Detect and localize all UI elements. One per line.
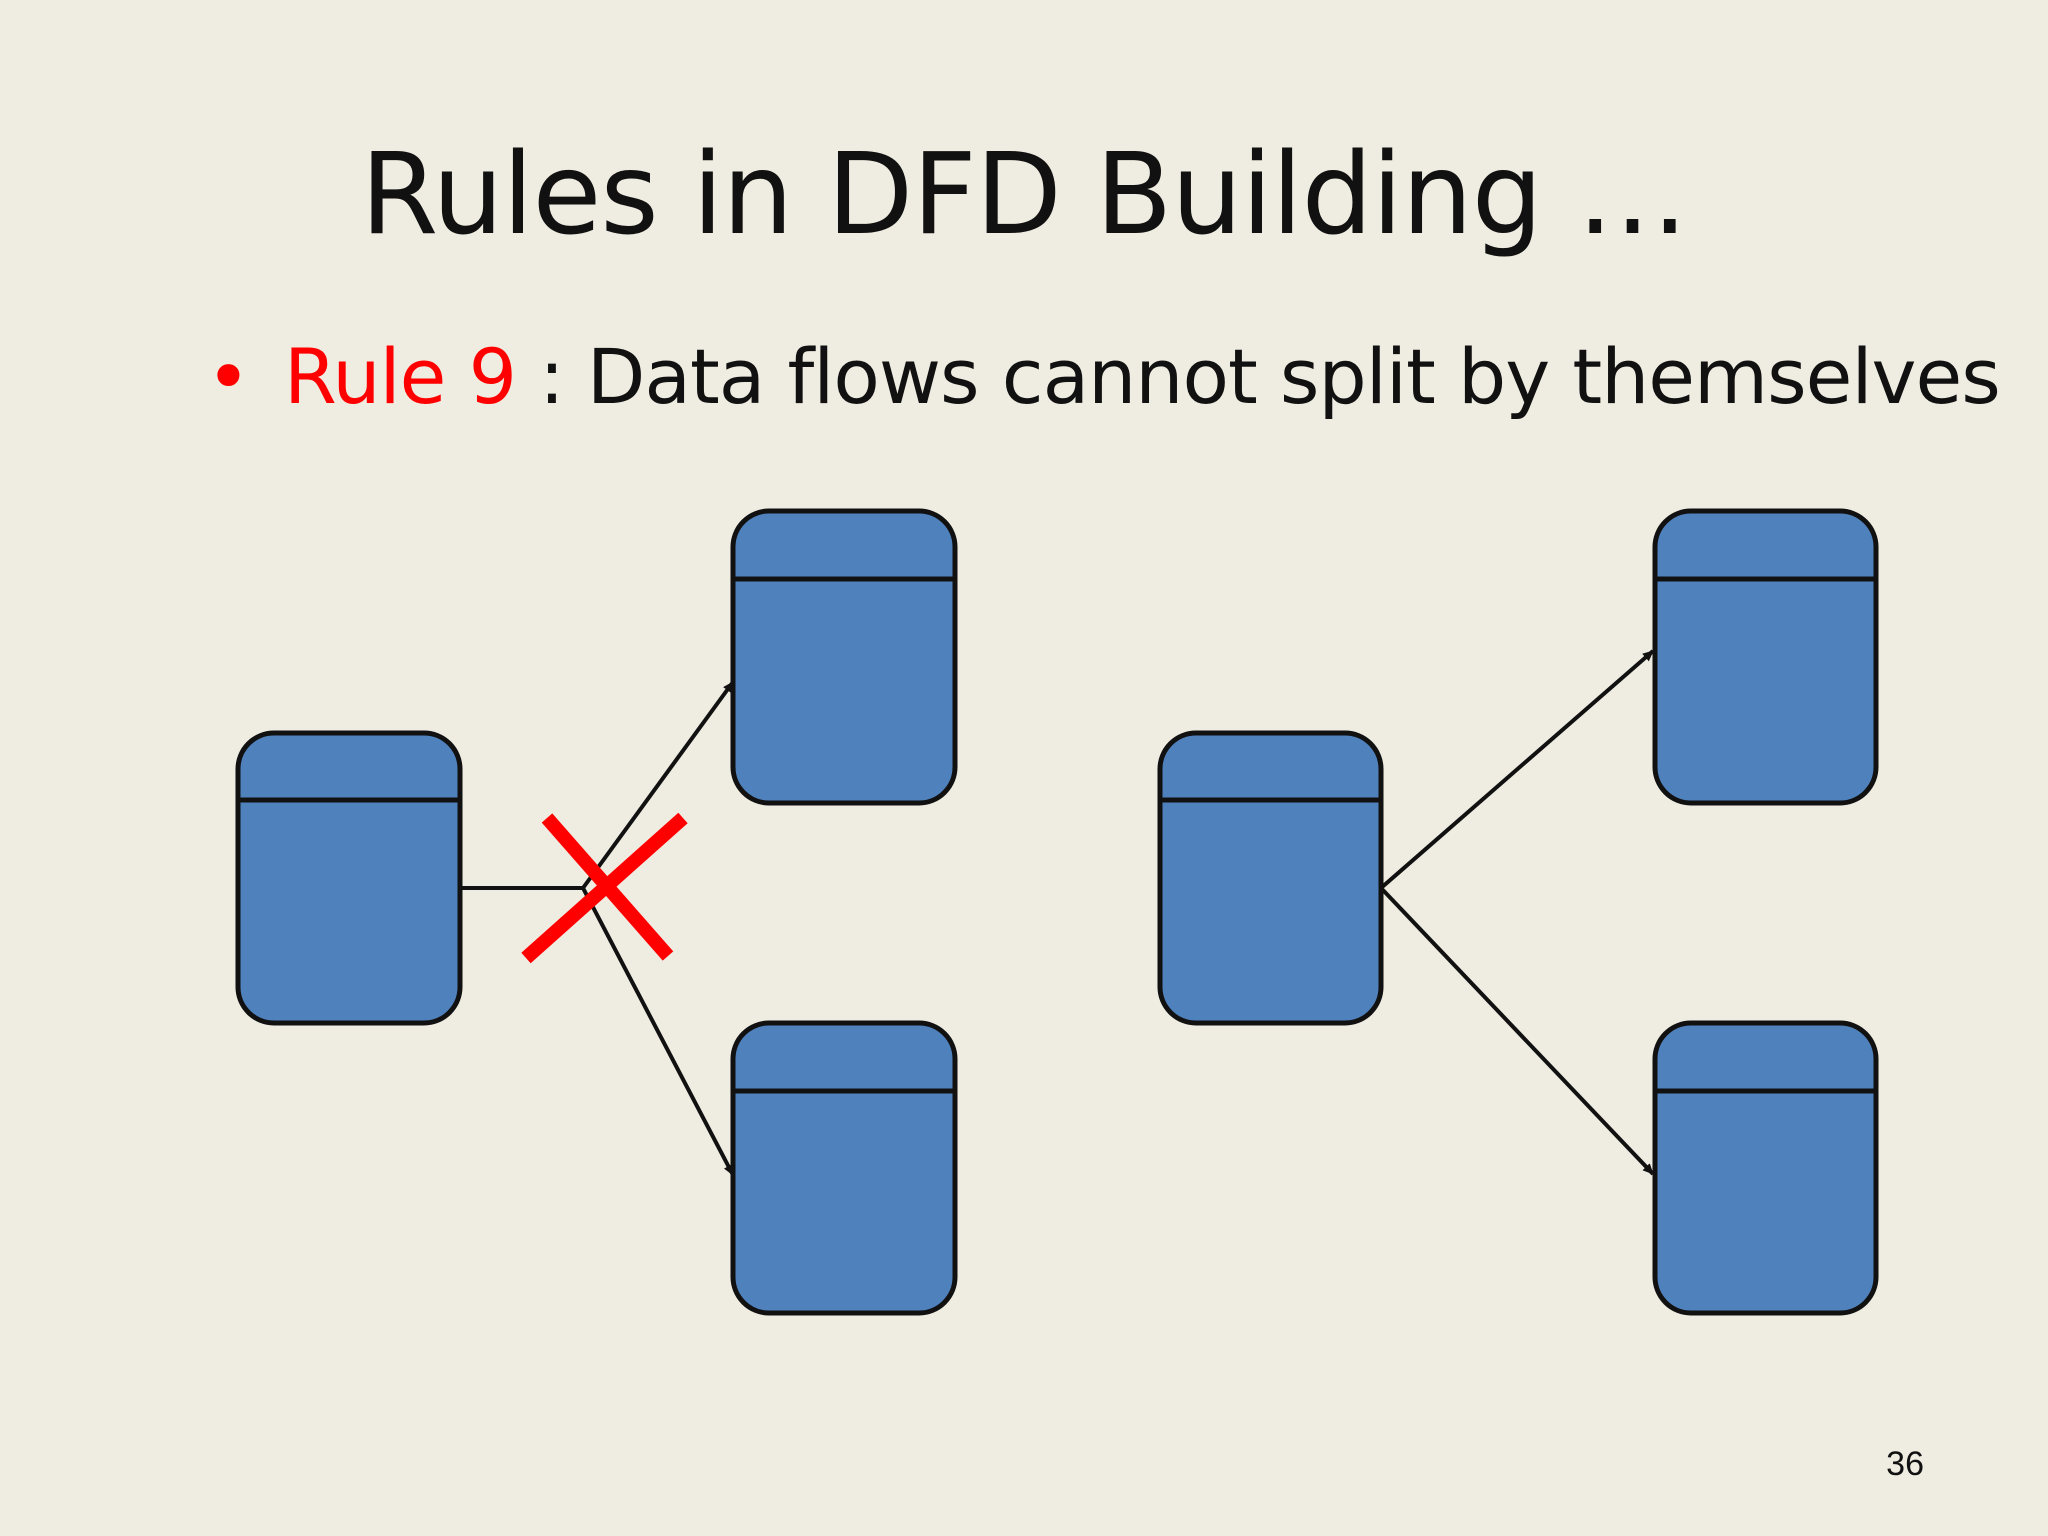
- page-number: 36: [1886, 1445, 1924, 1483]
- rule-separator: :: [515, 332, 587, 421]
- red-x-icon: [521, 812, 688, 964]
- bullet-item: • Rule 9 : Data flows cannot split by the…: [206, 332, 2001, 422]
- bullet-marker: •: [206, 332, 251, 421]
- rule-label: Rule 9: [284, 332, 517, 421]
- flow-line-up: [1379, 649, 1655, 890]
- flow-line-split-up: [581, 680, 735, 890]
- incorrect-example: [235, 508, 958, 1316]
- data-store-box: [1157, 730, 1384, 1026]
- data-store-box: [730, 1020, 958, 1316]
- slide-title: Rules in DFD Building …: [360, 130, 1689, 260]
- flow-line-split-down: [581, 887, 735, 1176]
- data-store-box: [1652, 508, 1879, 806]
- data-store-box: [235, 730, 463, 1026]
- flow-line-down: [1379, 886, 1655, 1176]
- correct-example: [1157, 508, 1879, 1316]
- data-store-box: [1652, 1020, 1879, 1316]
- rule-text: Data flows cannot split by themselves: [586, 332, 2001, 421]
- data-store-box: [730, 508, 958, 806]
